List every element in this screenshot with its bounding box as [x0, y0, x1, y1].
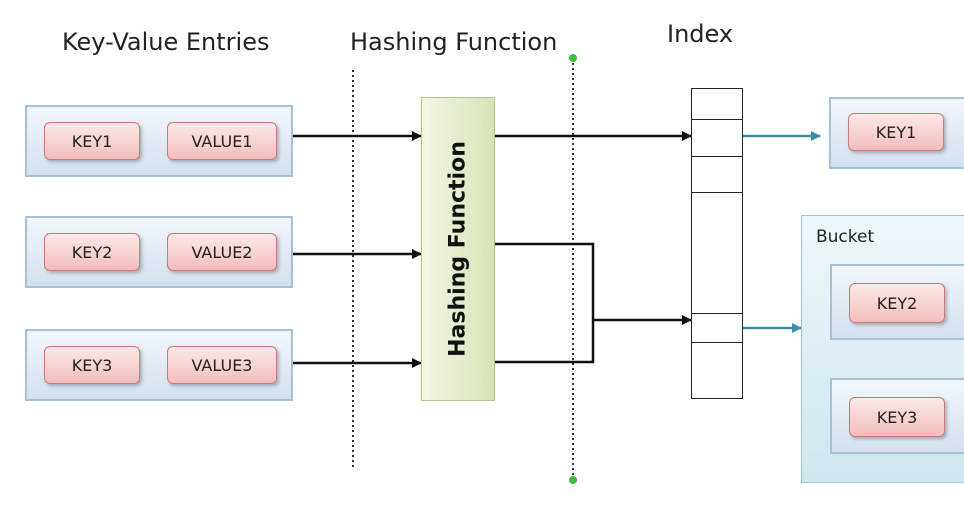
entry-key-1: KEY1: [44, 122, 140, 160]
bucket-label: Bucket: [816, 227, 875, 247]
entry-row-2: KEY2 VALUE2: [25, 216, 293, 288]
heading-index: Index: [667, 20, 734, 48]
separator-dot-top: [569, 54, 577, 62]
entry-row-1: KEY1 VALUE1: [25, 105, 293, 177]
index-slot-divider: [692, 342, 742, 343]
line-hash-key2-merge: [494, 242, 595, 320]
entry-value-2: VALUE2: [167, 233, 277, 271]
line-hash-key3-merge: [494, 320, 595, 364]
separator-dot-bottom: [569, 476, 577, 484]
bucket-box: Bucket KEY2 KEY3: [801, 215, 964, 483]
index-slot-divider: [692, 156, 742, 157]
index-column: [691, 88, 743, 399]
entry-value-3: VALUE3: [167, 346, 277, 384]
bucket-entry-2: KEY3: [830, 378, 964, 454]
hashing-function-label: Hashing Function: [445, 141, 471, 357]
result-key1: KEY1: [848, 113, 944, 151]
index-slot-divider: [692, 119, 742, 120]
hashing-function-block: Hashing Function: [421, 97, 495, 401]
heading-hashing-function: Hashing Function: [350, 28, 558, 56]
bucket-entry-1: KEY2: [830, 264, 964, 340]
bucket-key3: KEY3: [849, 397, 945, 437]
heading-key-value-entries: Key-Value Entries: [62, 28, 270, 56]
result-key1-box: KEY1: [829, 97, 964, 169]
bucket-key2: KEY2: [849, 283, 945, 323]
entry-key-2: KEY2: [44, 233, 140, 271]
entry-key-3: KEY3: [44, 346, 140, 384]
index-slot-divider: [692, 313, 742, 314]
entry-value-1: VALUE1: [167, 122, 277, 160]
index-slot-divider: [692, 192, 742, 193]
entry-row-3: KEY3 VALUE3: [25, 329, 293, 401]
